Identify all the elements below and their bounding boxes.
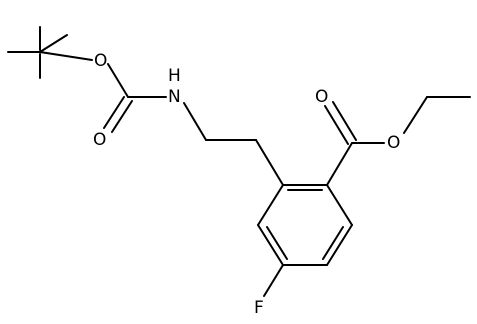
benzene-ring [257,184,353,266]
tert-butyl-group [7,26,93,79]
atom-o-boc-carbonyl: O [93,130,106,150]
atom-o-ester-carbonyl: O [315,87,328,107]
bond-tbu-oxygen [39,51,93,61]
ring-bond-2 [326,184,353,226]
atom-o-boc-ether: O [94,51,107,71]
ethyl-linker [183,102,284,186]
bond-tbu-methyl-right [39,34,68,53]
bond-ester-double-2 [332,101,357,141]
ethyl-ester [324,96,471,186]
atom-f-aryl: F [254,298,264,318]
ring-bond-3-inner [322,226,344,260]
boc-carbamate [103,63,167,133]
bond-nitrogen-ch2 [183,102,207,141]
bond-oxygen-carbonyl-carbon [107,63,129,98]
atom-n-amine: N [168,87,181,107]
ring-bond-5 [257,224,284,266]
bond-oxygen-ch2 [403,96,428,134]
bond-carbonyl-double-1 [103,96,125,129]
bond-ring-fluorine [263,264,284,297]
ring-bond-3 [326,224,353,266]
bond-ester-double-1 [324,105,349,145]
atom-h-amine: H [168,66,181,86]
ring-bond-6 [257,184,284,226]
atom-o-ester-ether: O [387,133,400,153]
ring-bond-5-inner [266,226,288,260]
bond-carbonyl-double-2 [111,100,133,133]
bond-ring-ester-carbon [326,142,353,186]
bond-ch2-ring [255,139,284,186]
